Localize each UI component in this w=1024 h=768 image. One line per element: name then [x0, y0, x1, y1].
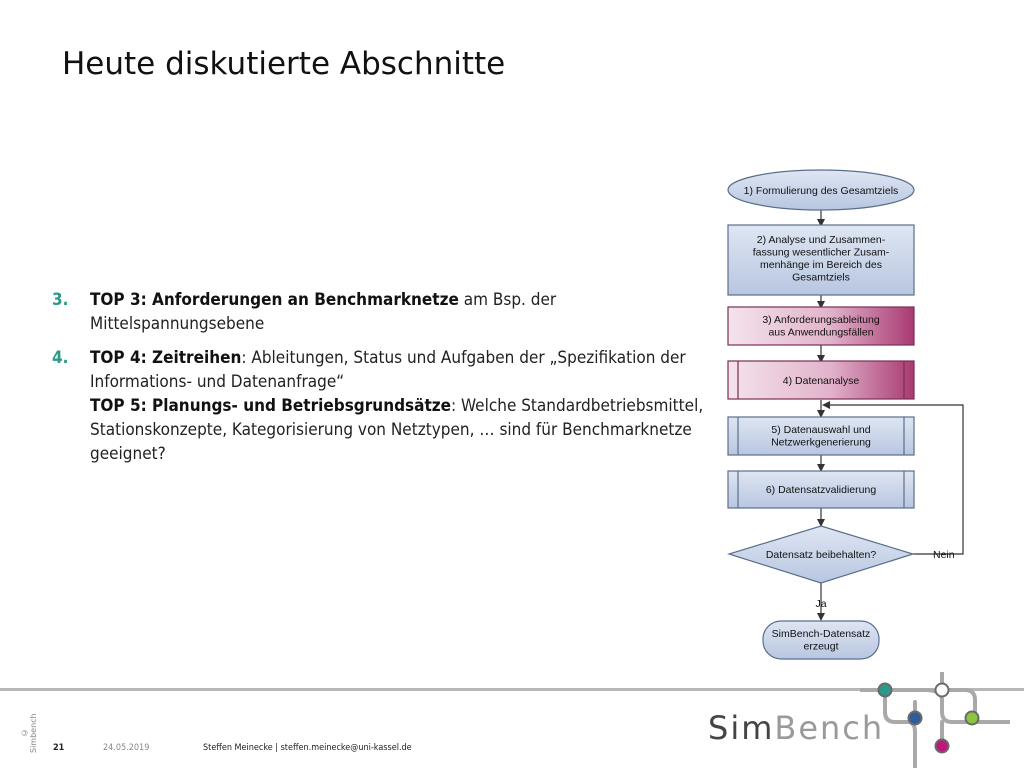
simbench-logo: SimBench: [708, 708, 884, 748]
connector-loop-back: [822, 401, 964, 555]
agenda-list: 3. TOP 3: Anforderungen an Benchmarknetze…: [52, 288, 724, 476]
flow-start: [727, 169, 915, 211]
footer-author: Steffen Meinecke | steffen.meinecke@uni-…: [203, 743, 412, 753]
flow-step-data-selection: [727, 416, 915, 456]
flowchart: 1) Formulierung des Gesamtziels 2) Analy…: [726, 169, 964, 660]
logo-node-magenta: [934, 738, 950, 754]
flow-step-validation-label: 6) Datensatzvalidierung: [766, 484, 876, 496]
agenda-line: Stationskonzepte, Kategorisierung von Ne…: [90, 420, 692, 440]
agenda-line: TOP 3: Anforderungen an Benchmarknetze a…: [90, 290, 557, 310]
agenda-item: 3. TOP 3: Anforderungen an Benchmarknetze…: [52, 288, 724, 336]
logo-node-teal: [877, 682, 893, 698]
agenda-topic-title: TOP 3: Anforderungen an Benchmarknetze: [90, 290, 459, 310]
logo-node-blue: [907, 710, 923, 726]
flow-yes-label: Ja: [815, 598, 826, 610]
flow-no-label: Nein: [933, 549, 955, 561]
agenda-topic-title: TOP 4: Zeitreihen: [90, 348, 242, 368]
flow-decision: [726, 525, 916, 584]
logo-bench-text: Bench: [774, 709, 885, 747]
flow-start-label: 1) Formulierung des Gesamtziels: [744, 185, 899, 197]
agenda-item-number: 4.: [52, 348, 69, 368]
agenda-line: TOP 5: Planungs- und Betriebsgrundsätze:…: [90, 396, 704, 416]
flow-step-analysis-label: 2) Analyse und Zusammen-fassung wesentli…: [753, 234, 890, 284]
flow-end: [762, 620, 880, 660]
agenda-item-number: 3.: [52, 290, 69, 310]
page-number: 21: [53, 743, 65, 753]
agenda-topic-title: TOP 5: Planungs- und Betriebsgrundsätze: [90, 396, 452, 416]
agenda-item: 4. TOP 4: Zeitreihen: Ableitungen, Status…: [52, 346, 724, 466]
network-logo-graphic: [860, 672, 1010, 768]
flow-decision-label: Datensatz beibehalten?: [766, 549, 876, 561]
agenda-line: geeignet?: [90, 444, 166, 464]
slide-title: Heute diskutierte Abschnitte: [62, 46, 506, 82]
footer-date: 24.05.2019: [103, 743, 150, 753]
logo-sim-text: Sim: [708, 709, 775, 747]
flow-step-data-analysis: [727, 360, 915, 400]
flow-step-data-analysis-label: 4) Datenanalyse: [783, 375, 860, 387]
agenda-line: Mittelspannungsebene: [90, 314, 265, 334]
logo-node-white: [934, 682, 950, 698]
flow-step-requirements: [727, 306, 915, 346]
flow-step-analysis: [727, 224, 915, 296]
flow-step-validation: [727, 470, 915, 509]
agenda-line: TOP 4: Zeitreihen: Ableitungen, Status u…: [90, 348, 686, 368]
copyright-note: © Simbench: [20, 713, 38, 753]
logo-node-green: [964, 710, 980, 726]
footer-divider: [0, 688, 1024, 691]
agenda-line: Informations- und Datenanfrage“: [90, 372, 345, 392]
